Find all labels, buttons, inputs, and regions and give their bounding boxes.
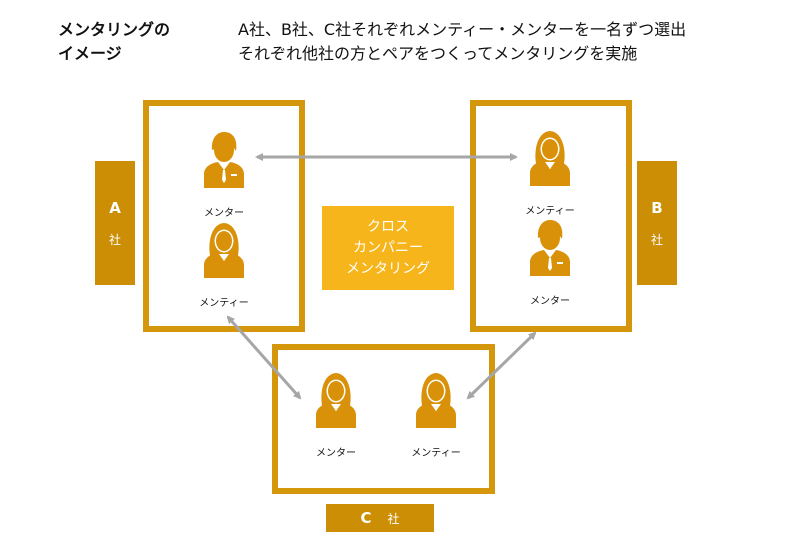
company-b-letter: B xyxy=(651,198,663,217)
company-c-box xyxy=(272,344,495,494)
person-role-label: メンティー xyxy=(525,206,575,217)
description-line-2: それぞれ他社の方とペアをつくってメンタリングを実施 xyxy=(238,44,638,63)
center-line-3: メンタリング xyxy=(346,260,430,277)
company-a-letter: A xyxy=(109,198,121,217)
company-a-suffix: 社 xyxy=(108,232,121,247)
heading-line-1: メンタリングの xyxy=(58,20,171,39)
company-a-person-2: メンティー xyxy=(194,220,254,309)
company-b-tab: B 社 xyxy=(637,161,677,285)
person-icon xyxy=(204,223,244,278)
cross-company-mentoring-label: クロス カンパニー メンタリング xyxy=(322,206,454,290)
person-icon xyxy=(316,373,356,428)
company-c-suffix: 社 xyxy=(387,511,400,526)
arrow-a-mentee-to-c-mentor xyxy=(226,315,302,400)
center-line-1: クロス xyxy=(367,218,409,235)
center-line-2: カンパニー xyxy=(353,239,423,256)
company-c-person-1: メンター xyxy=(306,370,366,459)
person-role-label: メンター xyxy=(204,208,244,219)
company-c-person-2: メンティー xyxy=(406,370,466,459)
company-b-person-2: メンター xyxy=(520,218,580,307)
description: A社、B社、C社それぞれメンティー・メンターを一名ずつ選出 それぞれ他社の方とペ… xyxy=(238,18,686,66)
company-b-suffix: 社 xyxy=(650,232,663,247)
person-icon xyxy=(416,373,456,428)
person-role-label: メンター xyxy=(530,296,570,307)
person-role-label: メンター xyxy=(316,448,356,459)
company-a-person-1: メンター xyxy=(194,130,254,219)
person-role-label: メンティー xyxy=(411,448,461,459)
description-line-1: A社、B社、C社それぞれメンティー・メンターを一名ずつ選出 xyxy=(238,20,687,39)
arrow-b-mentor-to-c-mentee xyxy=(466,331,537,400)
person-icon xyxy=(530,131,570,186)
person-icon xyxy=(204,132,244,188)
heading-line-2: イメージ xyxy=(58,44,122,63)
company-c-tab: C 社 xyxy=(326,504,434,532)
company-a-tab: A 社 xyxy=(95,161,135,285)
person-icon xyxy=(530,220,570,276)
company-b-person-1: メンティー xyxy=(520,128,580,217)
diagram-heading: メンタリングの イメージ xyxy=(58,18,170,66)
person-role-label: メンティー xyxy=(199,298,249,309)
company-c-letter: C xyxy=(360,509,372,527)
